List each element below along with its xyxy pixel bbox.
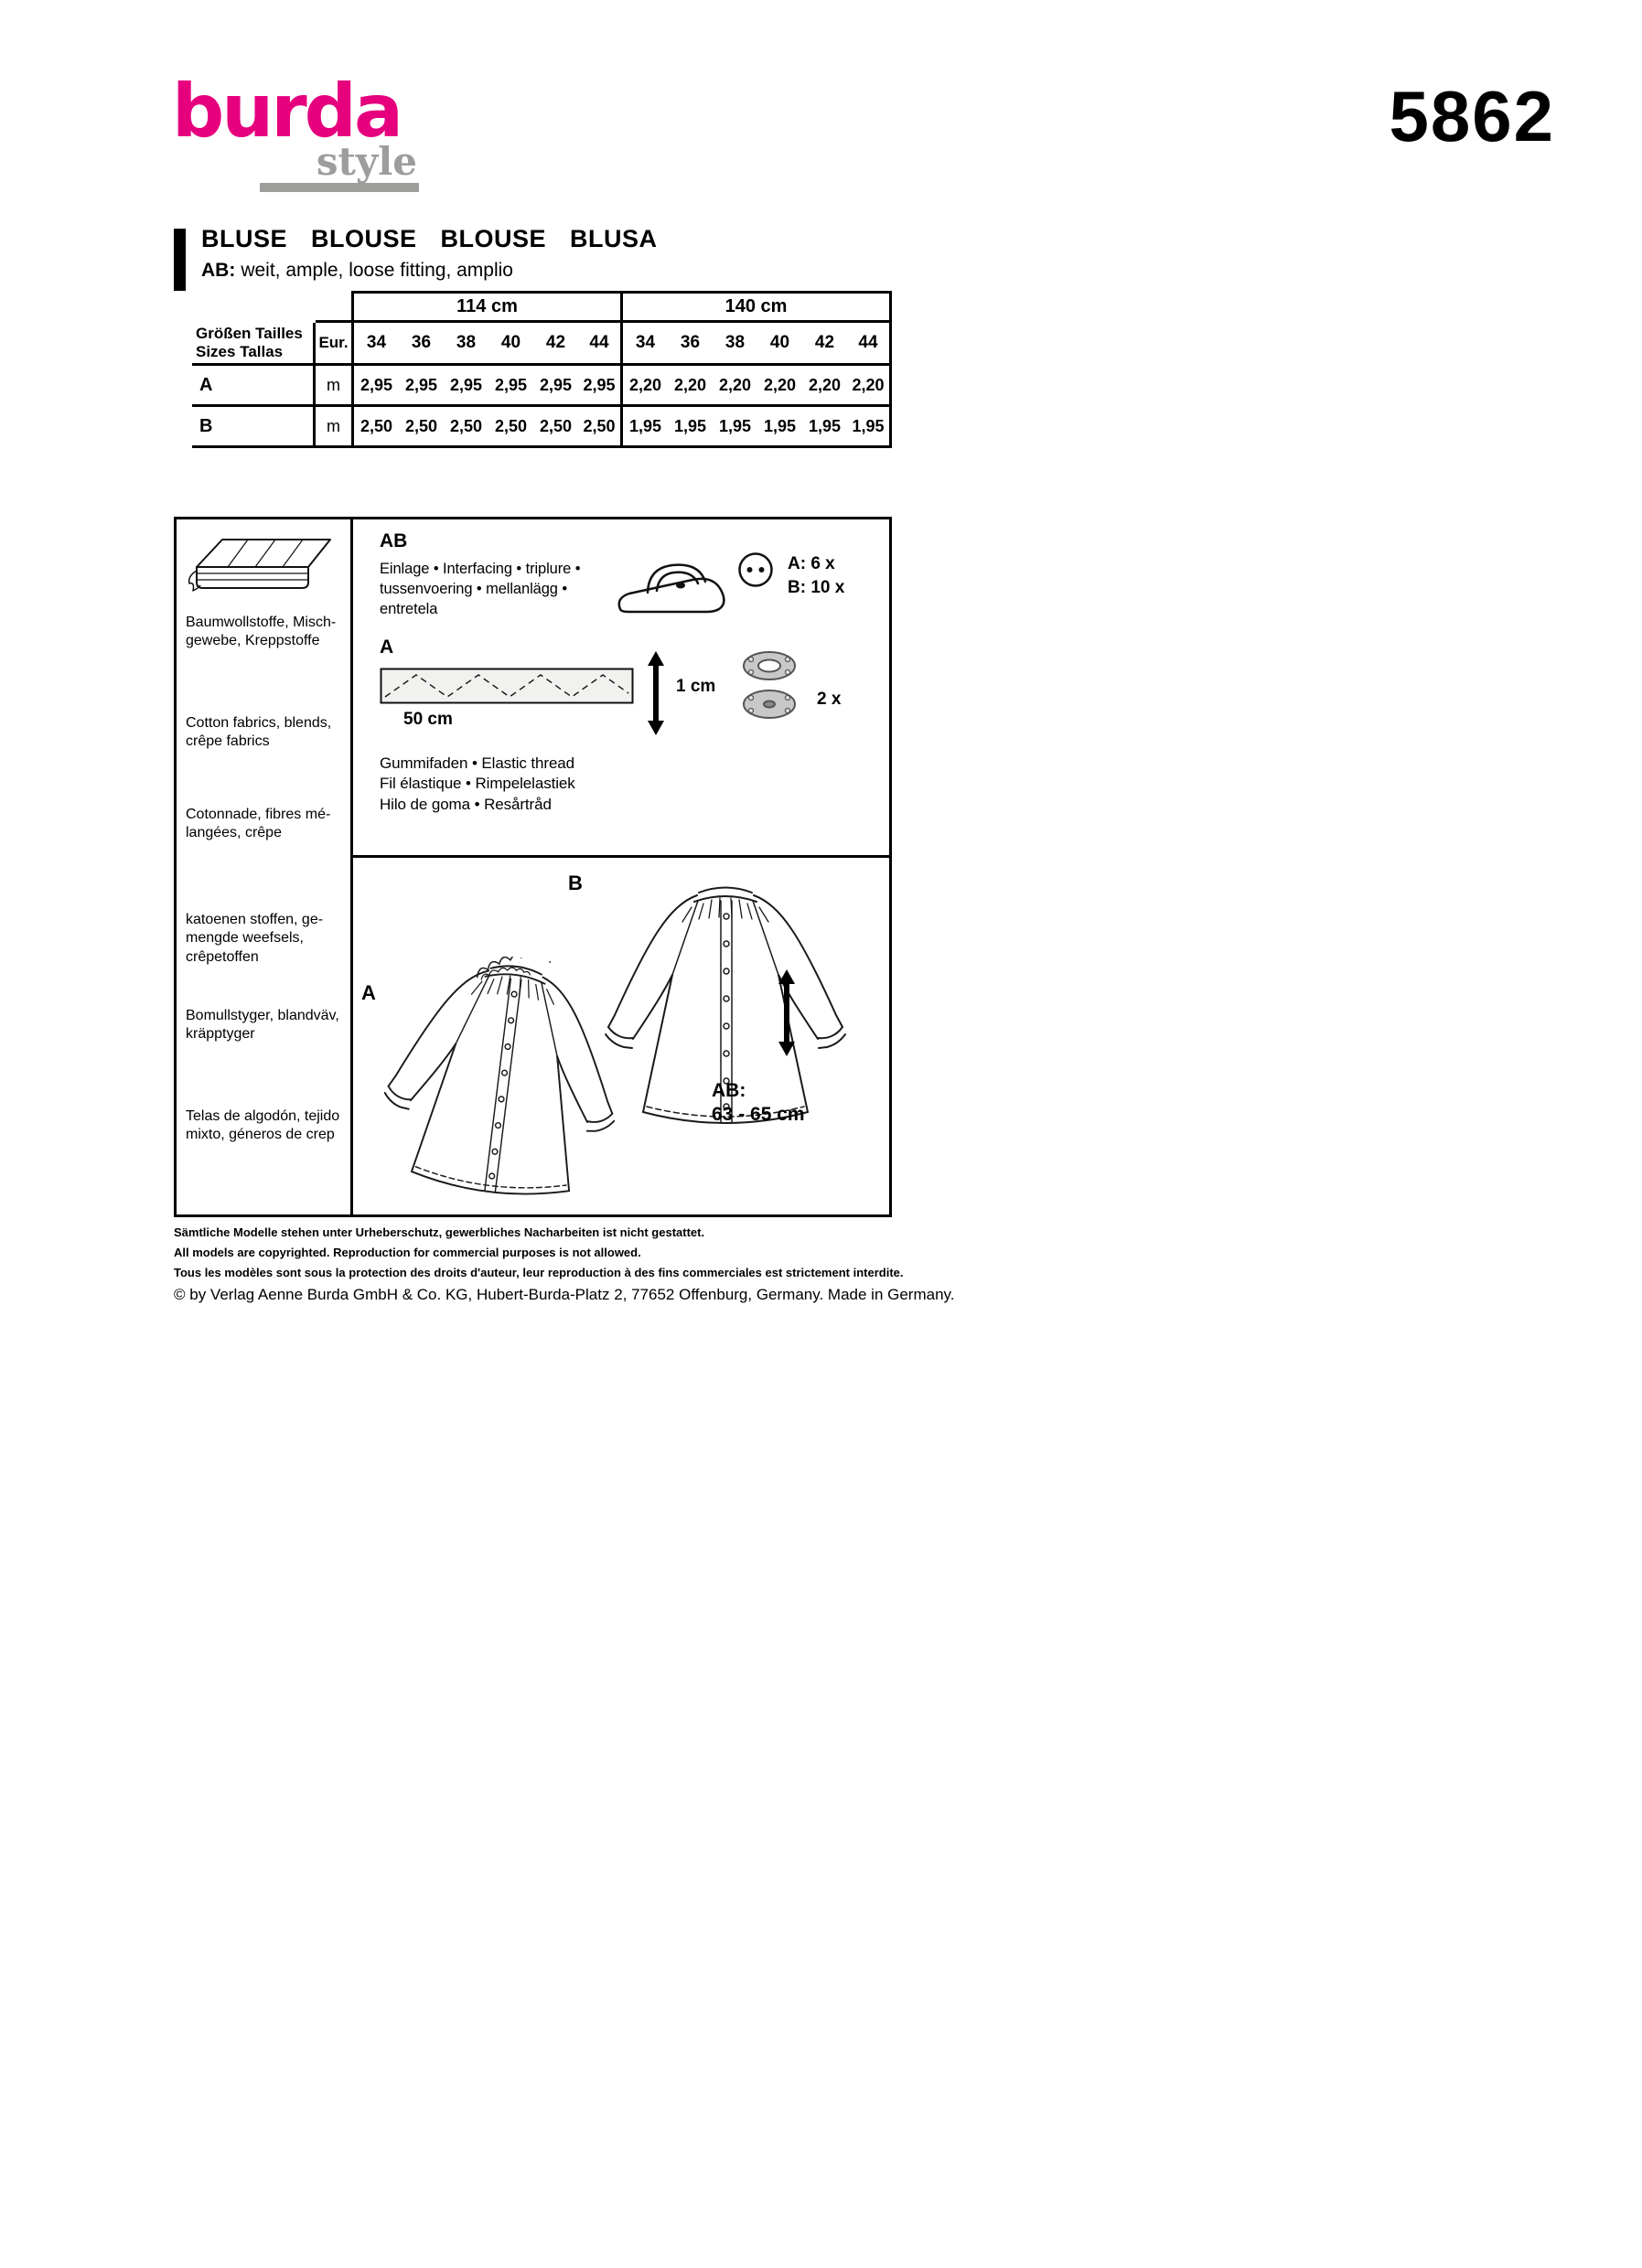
- size-header: 36: [668, 323, 713, 366]
- yardage-value: 1,95: [847, 407, 892, 448]
- notions-ab-label: AB: [380, 530, 408, 551]
- notions-a-label: A: [380, 637, 394, 658]
- fabric-item: Telas de algodón, tejido mixto, géneros …: [186, 1108, 340, 1143]
- size-header: 40: [488, 323, 533, 366]
- burda-style-logo: burda style: [172, 69, 419, 192]
- yardage-value: 2,50: [354, 407, 399, 448]
- yardage-value: 2,20: [757, 366, 802, 407]
- details-box: Baumwollstoffe, Misch- gewebe, Kreppstof…: [174, 517, 892, 1217]
- fabric-item: Baumwollstoffe, Misch- gewebe, Kreppstof…: [186, 615, 337, 649]
- yardage-value: 2,20: [713, 366, 757, 407]
- footer-line-fr: Tous les modèles sont sous la protection…: [174, 1266, 904, 1279]
- yardage-value: 2,50: [399, 407, 444, 448]
- size-header: 40: [757, 323, 802, 366]
- size-header: 42: [533, 323, 578, 366]
- view-row-label: B: [192, 407, 316, 448]
- elastic-note: Gummifaden • Elastic thread Fil élastiqu…: [380, 754, 575, 813]
- interfacing-strip: [380, 668, 634, 704]
- title-accent-bar: [174, 229, 186, 291]
- yardage-table: 114 cm 140 cm Größen Tailles Sizes Talla…: [192, 291, 892, 448]
- view-b-label: B: [568, 872, 583, 894]
- yardage-value: 2,95: [444, 366, 488, 407]
- size-header: 34: [623, 323, 668, 366]
- yardage-value: 2,50: [488, 407, 533, 448]
- fabric-width-header-114: 114 cm: [354, 291, 623, 323]
- title-block: BLUSE BLOUSE BLOUSE BLUSA AB:weit, ample…: [174, 225, 658, 291]
- style-wordmark-row: style: [172, 143, 419, 192]
- unit-cell: m: [316, 366, 354, 407]
- size-header: 44: [578, 323, 623, 366]
- footer-line-en: All models are copyrighted. Reproduction…: [174, 1246, 641, 1259]
- snaps-count: 2 x: [817, 690, 842, 709]
- size-header: 38: [713, 323, 757, 366]
- button-icon: [738, 552, 773, 587]
- yardage-value: 1,95: [623, 407, 668, 448]
- button-count-b: B: 10 x: [788, 577, 845, 597]
- table-corner-spacer: [192, 291, 316, 323]
- yardage-value: 1,95: [802, 407, 847, 448]
- size-header: 42: [802, 323, 847, 366]
- burda-wordmark: burda: [172, 69, 403, 154]
- yardage-value: 2,20: [847, 366, 892, 407]
- copyright-footer: Sämtliche Modelle stehen unter Urhebersc…: [174, 1225, 1226, 1304]
- style-wordmark: style: [259, 143, 419, 192]
- yardage-value: 1,95: [713, 407, 757, 448]
- yardage-value: 2,95: [578, 366, 623, 407]
- pattern-subtitle: AB:weit, ample, loose fitting, amplio: [201, 260, 658, 282]
- length-label: AB: 63 - 65 cm: [712, 1080, 805, 1126]
- yardage-value: 2,95: [399, 366, 444, 407]
- button-count-a: A: 6 x: [788, 554, 835, 573]
- blouse-a-drawing: [373, 951, 633, 1207]
- footer-line-de: Sämtliche Modelle stehen unter Urhebersc…: [174, 1225, 705, 1239]
- fabric-width-header-140: 140 cm: [623, 291, 892, 323]
- yardage-value: 2,50: [533, 407, 578, 448]
- iron-icon: [617, 563, 725, 614]
- fabric-item: Bomullstyger, blandväv, kräpptyger: [186, 1008, 339, 1043]
- size-header: 34: [354, 323, 399, 366]
- yardage-value: 2,20: [668, 366, 713, 407]
- yardage-value: 2,20: [623, 366, 668, 407]
- fabric-item: Cotton fabrics, blends, crêpe fabrics: [186, 715, 332, 750]
- fabric-bolt-icon: [188, 539, 331, 592]
- view-row-label: A: [192, 366, 316, 407]
- subtitle-text: weit, ample, loose fitting, amplio: [241, 260, 513, 281]
- yardage-value: 2,95: [533, 366, 578, 407]
- pattern-title: BLUSE BLOUSE BLOUSE BLUSA: [201, 225, 658, 252]
- strip-height-label: 1 cm: [676, 677, 716, 696]
- yardage-value: 1,95: [757, 407, 802, 448]
- view-a-label: A: [361, 981, 376, 1004]
- yardage-value: 2,95: [488, 366, 533, 407]
- fabric-item: Cotonnade, fibres mé- langées, crêpe: [186, 807, 331, 841]
- yardage-value: 2,20: [802, 366, 847, 407]
- yardage-value: 2,50: [578, 407, 623, 448]
- double-arrow-icon: [648, 651, 664, 735]
- size-header: 38: [444, 323, 488, 366]
- size-header: 44: [847, 323, 892, 366]
- size-label-cell: Größen Tailles Sizes Tallas: [192, 323, 316, 366]
- table-eur-spacer: [316, 291, 354, 323]
- unit-cell: m: [316, 407, 354, 448]
- yardage-value: 1,95: [668, 407, 713, 448]
- section-divider: [350, 855, 889, 858]
- fabric-column: Baumwollstoffe, Misch- gewebe, Kreppstof…: [177, 519, 353, 1214]
- button-count: A: 6 x B: 10 x: [788, 552, 844, 599]
- eur-label-cell: Eur.: [316, 323, 354, 366]
- pattern-number: 5862: [1389, 76, 1555, 156]
- snap-fasteners-icon: [743, 651, 796, 719]
- subtitle-views: AB:: [201, 260, 236, 281]
- interfacing-note: Einlage • Interfacing • triplure • tusse…: [380, 561, 581, 617]
- double-arrow-icon: [778, 969, 795, 1056]
- fabric-item: katoenen stoffen, ge- mengde weefsels, c…: [186, 912, 324, 965]
- yardage-value: 2,95: [354, 366, 399, 407]
- footer-line-publisher: © by Verlag Aenne Burda GmbH & Co. KG, H…: [174, 1286, 955, 1303]
- size-header: 36: [399, 323, 444, 366]
- yardage-value: 2,50: [444, 407, 488, 448]
- strip-width-label: 50 cm: [403, 710, 453, 729]
